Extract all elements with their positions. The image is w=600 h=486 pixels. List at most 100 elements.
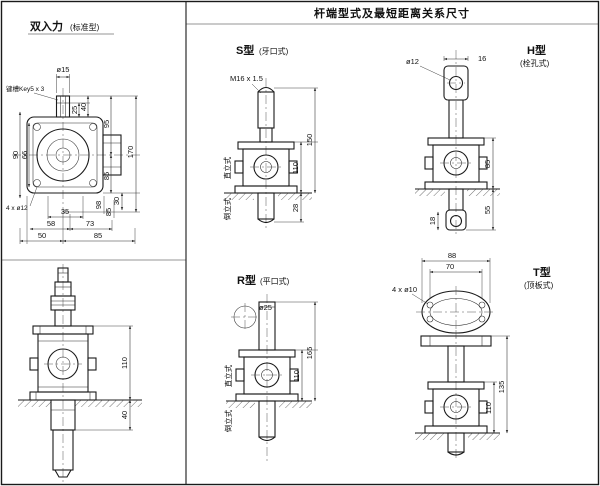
dim-110: 110: [484, 402, 493, 414]
inverted-label: 倒立式: [223, 409, 233, 432]
ground-hatch: [18, 400, 51, 407]
dim-90: 90: [11, 151, 20, 159]
bolt-callout: 4 x ø12: [6, 205, 28, 212]
r-dia-callout: ø25: [259, 303, 272, 312]
s-type-label: S型: [236, 43, 254, 57]
input-shaft-boss-right: [87, 357, 97, 371]
dim-18: 18: [428, 217, 437, 225]
h-type-sublabel: (栓孔式): [520, 58, 550, 68]
dim-35: 35: [61, 207, 69, 216]
bolt-hole: [33, 123, 41, 131]
input-shaft-boss-left: [235, 368, 245, 382]
ground-hatch: [279, 401, 312, 408]
dim-170: 170: [126, 146, 135, 159]
r-type-label: R型: [237, 273, 256, 287]
dim-66: 66: [20, 151, 29, 159]
s-type-drawing: S型 (牙口式) M16 x 1.5 110: [222, 43, 318, 228]
left-title-sub: (标准型): [70, 22, 100, 32]
ground-hatch: [278, 193, 312, 200]
input-shaft-boss-right: [478, 156, 488, 170]
leader-line: [29, 186, 38, 207]
r-type-drawing: R型 (平口式) ø25 110: [223, 273, 318, 462]
ground-hatch: [468, 433, 500, 440]
input-shaft-boss-right: [478, 400, 488, 414]
upright-label: 直立式: [222, 156, 232, 179]
t-holes-callout: 4 x ø10: [392, 285, 417, 294]
input-shaft-boss-right: [289, 368, 299, 382]
dim-98: 98: [94, 201, 103, 209]
ground-hatch: [75, 400, 142, 407]
h-type-drawing: H型 (栓孔式) ø12 16: [406, 43, 550, 234]
dim-73: 73: [86, 219, 94, 228]
leader-line: [33, 92, 59, 101]
h-hole-callout: ø12: [406, 57, 419, 66]
dim-85-right: 85: [102, 172, 111, 180]
screw-tip: [54, 469, 72, 478]
keyway-label: 键槽Key5 x 3: [6, 84, 45, 93]
plate-hole: [478, 301, 486, 309]
ground-hatch: [415, 433, 444, 440]
dim-165: 165: [305, 347, 314, 360]
worm-wheel-boss: [36, 128, 90, 182]
dim-25: 25: [70, 106, 79, 114]
stub-bottom-cap: [257, 218, 275, 224]
gearbox-body-inner: [32, 122, 98, 188]
h-type-label: H型: [527, 43, 546, 57]
left-title: 双入力 (标准型): [28, 19, 114, 35]
dim-50: 50: [38, 231, 46, 240]
screw-stub: [258, 400, 276, 438]
ground-hatch: [467, 189, 500, 196]
dim-150: 150: [305, 134, 314, 147]
dim-95: 95: [102, 120, 111, 128]
shaft-bore: [55, 147, 71, 163]
dim-85-mid: 85: [104, 208, 113, 216]
dim-70: 70: [446, 262, 454, 271]
right-title: 杆端型式及最短距离关系尺寸: [314, 6, 470, 20]
s-type-sublabel: (牙口式): [259, 46, 289, 56]
worm-wheel-bore: [46, 138, 80, 172]
plan-view: ø15 键槽Key5 x 3 25 40 95 85 170 90 66 30: [6, 65, 142, 244]
input-shaft-boss-right: [288, 160, 298, 174]
input-shaft-boss-left: [424, 400, 434, 414]
dim-shaft-dia: ø15: [57, 65, 70, 74]
rod-top-cap: [257, 86, 275, 93]
dim-110: 110: [291, 162, 300, 174]
input-shaft-boss-left: [29, 357, 39, 371]
ground-hatch: [224, 193, 254, 200]
r-type-sublabel: (平口式): [260, 276, 290, 286]
input-shaft-boss-left: [234, 160, 244, 174]
dim-85: 85: [483, 160, 492, 168]
dim-85-bottom: 85: [94, 231, 102, 240]
t-type-sublabel: (顶板式): [524, 280, 554, 290]
leader-line: [411, 293, 429, 305]
top-input-shaft: [55, 95, 71, 118]
stub-bottom-cap: [258, 436, 276, 442]
dim-30: 30: [112, 197, 121, 205]
plate-hole: [426, 315, 434, 323]
bolt-hole: [89, 123, 97, 131]
dim-28: 28: [291, 204, 300, 212]
left-title-main: 双入力: [30, 19, 63, 33]
stub-bottom-cap: [447, 451, 465, 456]
upright-label: 直立式: [223, 364, 233, 387]
dim-55: 55: [483, 206, 492, 214]
t-type-label: T型: [533, 265, 551, 279]
dim-88: 88: [448, 251, 456, 260]
right-panel: 杆端型式及最短距离关系尺寸 S型 (牙口式) M16 x 1.5: [222, 6, 554, 462]
s-thread-callout: M16 x 1.5: [230, 74, 263, 83]
dim-40: 40: [120, 411, 129, 419]
bolt-hole: [89, 179, 97, 187]
screw-stub: [257, 192, 275, 220]
plate-hole: [426, 301, 434, 309]
dim-16: 16: [478, 54, 486, 63]
screw-stub: [447, 432, 465, 453]
left-panel: 双入力 (标准型): [6, 19, 142, 482]
dim-58: 58: [47, 219, 55, 228]
bottom-clevis-hole: [449, 214, 463, 228]
dim-110: 110: [120, 357, 129, 369]
t-type-drawing: T型 (顶板式) 4 x ø10 88 70: [392, 251, 554, 458]
ground-hatch: [415, 189, 445, 196]
